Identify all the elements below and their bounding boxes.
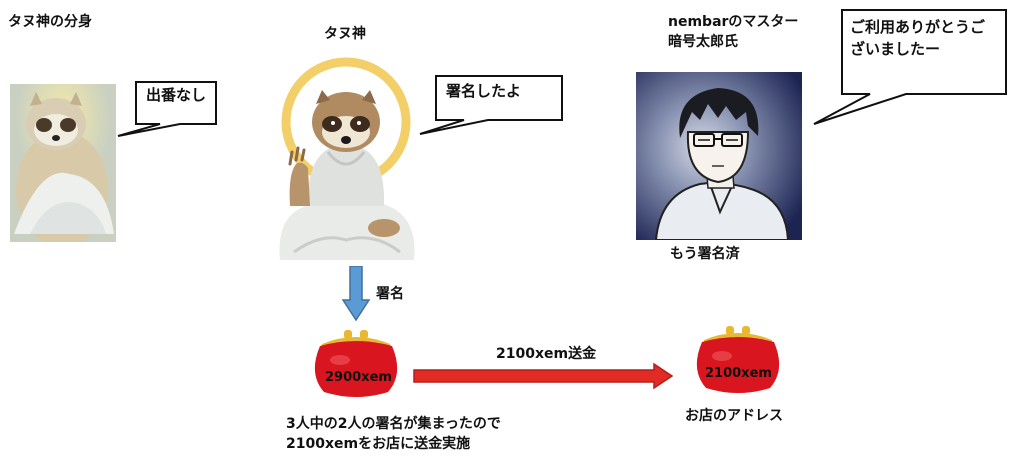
bunshin-name-label: タヌ神の分身 bbox=[8, 14, 92, 30]
master-name-label: nembarのマスター 暗号太郎氏 bbox=[668, 14, 799, 50]
shop-wallet-balance: 2100xem bbox=[705, 366, 772, 381]
tanugami-speech-bubble bbox=[419, 75, 563, 135]
master-status-label: もう署名済 bbox=[670, 246, 740, 262]
master-speech-text: ご利用ありがとうご ざいましたー bbox=[850, 18, 986, 58]
multisig-transfer-caption: 3人中の2人の署名が集まったので 2100xemをお店に送金実施 bbox=[286, 416, 501, 452]
sign-label: 署名 bbox=[376, 286, 404, 302]
multisig-wallet-icon bbox=[314, 330, 398, 397]
shop-address-label: お店のアドレス bbox=[685, 408, 783, 424]
tanuki-clone-image bbox=[10, 84, 116, 242]
transfer-arrow bbox=[413, 362, 674, 390]
bunshin-speech-text: 出番なし bbox=[146, 86, 207, 104]
tanugami-speech-text: 署名したよ bbox=[446, 82, 522, 100]
bunshin-speech-bubble bbox=[117, 81, 217, 137]
tanugami-image bbox=[272, 56, 420, 260]
shop-wallet-icon bbox=[696, 326, 780, 393]
sign-down-arrow bbox=[341, 266, 371, 322]
master-portrait-image bbox=[636, 72, 802, 240]
tanugami-name-label: タヌ神 bbox=[324, 26, 366, 42]
transfer-amount-label: 2100xem送金 bbox=[496, 346, 597, 362]
master-speech-bubble bbox=[813, 9, 1007, 125]
multisig-wallet-balance: 2900xem bbox=[325, 370, 392, 385]
